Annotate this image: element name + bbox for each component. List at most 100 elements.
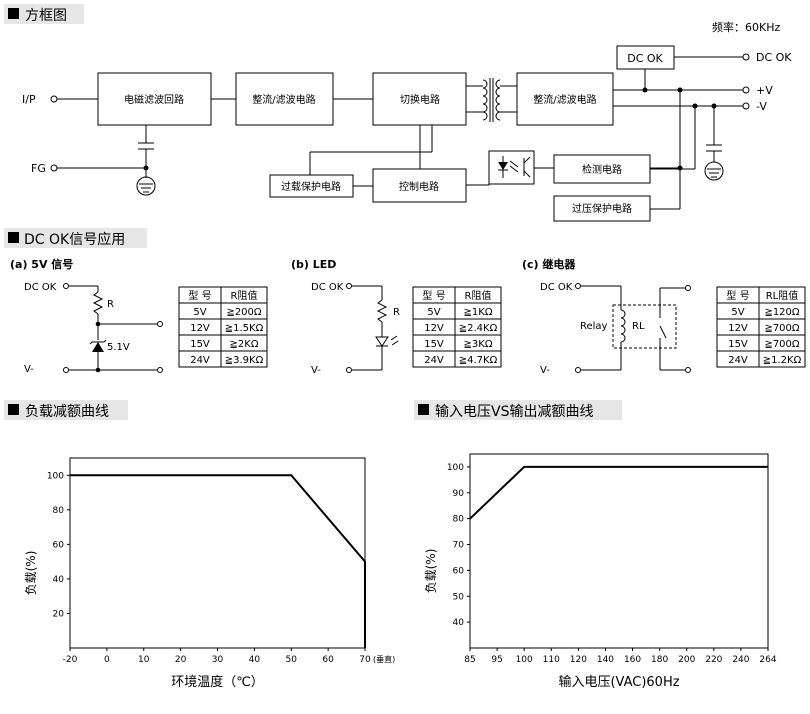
section-title: DC OK信号应用 bbox=[24, 231, 125, 248]
x-tick-label: 240 bbox=[732, 655, 749, 665]
switching-label: 切换电路 bbox=[400, 93, 440, 106]
resistor-icon bbox=[376, 299, 388, 323]
dcok-terminal bbox=[742, 53, 750, 61]
x-tick-label: 140 bbox=[597, 655, 614, 665]
table-cell: ≧3.9KΩ bbox=[225, 355, 264, 366]
x-tick-label: 70 bbox=[359, 655, 371, 665]
olp-label: 过载保护电路 bbox=[281, 180, 341, 193]
y-tick-label: 90 bbox=[453, 489, 465, 499]
table-cell: 24V bbox=[728, 355, 748, 366]
table-header-cell: R阻值 bbox=[465, 289, 492, 302]
zener-voltage-label: 5.1V bbox=[107, 342, 130, 353]
rectifier-block-2 bbox=[516, 72, 614, 126]
x-tick-label: 10 bbox=[138, 655, 150, 665]
section-header-block-diagram: 方框图 bbox=[4, 4, 84, 24]
x-tick-label: 100 bbox=[516, 655, 533, 665]
x-tick-label: 60 bbox=[322, 655, 334, 665]
transformer-icon bbox=[466, 78, 517, 122]
y-tick-label: 50 bbox=[453, 592, 465, 602]
table-cell: 5V bbox=[193, 307, 206, 318]
table-cell: 12V bbox=[424, 323, 444, 334]
table-cell: ≧120Ω bbox=[764, 307, 799, 318]
relay-label: Relay bbox=[580, 321, 608, 332]
section-header-dcok: DC OK信号应用 bbox=[4, 228, 147, 248]
y-tick-label: 20 bbox=[53, 609, 65, 619]
vminus-label: V- bbox=[311, 365, 321, 376]
x-tick-label: 0 bbox=[104, 655, 110, 665]
x-tick-label: 160 bbox=[624, 655, 641, 665]
dcok-label: DC OK bbox=[540, 282, 573, 293]
section-title: 输入电压VS输出减额曲线 bbox=[435, 404, 593, 420]
x-tick-label: 220 bbox=[705, 655, 722, 665]
table-cell: ≧2.4KΩ bbox=[459, 323, 498, 334]
table-cell: ≧700Ω bbox=[764, 339, 799, 350]
resistor-icon bbox=[92, 291, 104, 315]
minus-v-port-label: -V bbox=[756, 100, 767, 113]
ip-port-label: I/P bbox=[22, 93, 36, 106]
ground-icon bbox=[704, 161, 724, 181]
emi-filter-label: 电磁滤波回路 bbox=[124, 93, 184, 106]
frequency-label: 频率：60KHz bbox=[712, 20, 780, 34]
dcok-label: DC OK bbox=[311, 282, 344, 293]
table-cell: ≧700Ω bbox=[764, 323, 799, 334]
x-axis-label: 输入电压(VAC)60Hz bbox=[558, 674, 679, 690]
x-tick-label: 200 bbox=[678, 655, 695, 665]
x-tick-label: -20 bbox=[63, 655, 78, 665]
table-cell: ≧3KΩ bbox=[464, 339, 493, 350]
wires bbox=[57, 56, 743, 210]
y-tick-label: 80 bbox=[53, 506, 65, 516]
fg-terminal bbox=[50, 164, 58, 172]
plus-v-port-label: +V bbox=[756, 84, 773, 97]
dcok-label: DC OK bbox=[24, 282, 57, 293]
dcok-app-5v: (a) 5V 信号 DC OK V- R 5.1V bbox=[10, 257, 163, 375]
relay-coil-icon bbox=[620, 309, 626, 343]
dcok-block-label: DC OK bbox=[627, 52, 663, 65]
ip-terminal bbox=[50, 95, 58, 103]
x-tick-label: 30 bbox=[212, 655, 224, 665]
x-tick-label: 20 bbox=[175, 655, 187, 665]
y-tick-label: 40 bbox=[53, 575, 65, 585]
table-cell: 5V bbox=[731, 307, 744, 318]
plot-area bbox=[469, 453, 769, 649]
y-tick-label: 70 bbox=[453, 541, 465, 551]
table-header-cell: 型 号 bbox=[726, 289, 749, 302]
table-cell: 15V bbox=[190, 339, 210, 350]
x-tick-label: 180 bbox=[651, 655, 668, 665]
ovp-block bbox=[553, 195, 651, 222]
app-title: (c) 继电器 bbox=[522, 257, 576, 271]
x-tick-label: 95 bbox=[491, 655, 502, 665]
table-header-cell: 型 号 bbox=[422, 289, 445, 302]
optocoupler-icon bbox=[488, 150, 535, 185]
table-cell: ≧1KΩ bbox=[464, 307, 493, 318]
table-cell: ≧1.2KΩ bbox=[763, 355, 802, 366]
section-header-load-derating: 负载减额曲线 bbox=[4, 400, 128, 420]
y-tick-label: 60 bbox=[53, 540, 65, 550]
detection-label: 检测电路 bbox=[582, 163, 622, 176]
table-cell: 24V bbox=[424, 355, 444, 366]
table-cell: 24V bbox=[190, 355, 210, 366]
led-icon bbox=[375, 335, 399, 347]
section-title: 方框图 bbox=[25, 8, 67, 24]
plot-area bbox=[69, 457, 366, 649]
table-cell: 12V bbox=[728, 323, 748, 334]
x-tick-label: 50 bbox=[286, 655, 298, 665]
dcok-app-led: (b) LED DC OK V- R bbox=[291, 258, 400, 376]
x-axis-label: 环境温度（℃） bbox=[171, 674, 264, 690]
table-cell: 12V bbox=[190, 323, 210, 334]
x-tick-label: 110 bbox=[543, 655, 560, 665]
table-cell: 5V bbox=[427, 307, 440, 318]
x-tick-label: 40 bbox=[249, 655, 261, 665]
control-label: 控制电路 bbox=[399, 180, 439, 193]
table-cell: ≧1.5KΩ bbox=[225, 323, 264, 334]
y-tick-label: 100 bbox=[47, 471, 64, 481]
rectifier-block-1 bbox=[235, 72, 334, 126]
control-block bbox=[372, 168, 467, 203]
table-cell: ≧200Ω bbox=[226, 307, 261, 318]
app-title: (b) LED bbox=[291, 258, 336, 271]
plus-v-terminal bbox=[742, 86, 750, 94]
